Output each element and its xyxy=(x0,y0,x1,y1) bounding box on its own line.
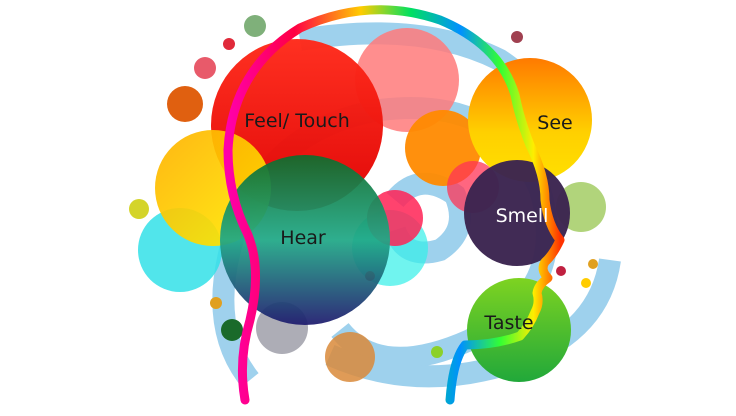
head-profile-outline xyxy=(223,5,565,405)
sense-hear xyxy=(220,155,390,325)
label-smell: Smell xyxy=(496,205,549,227)
label-taste: Taste xyxy=(483,312,533,334)
sense-taste xyxy=(467,278,571,382)
sense-see xyxy=(468,58,592,182)
label-feel-touch: Feel/ Touch xyxy=(244,110,350,132)
label-hear: Hear xyxy=(280,227,326,249)
label-see: See xyxy=(537,112,572,134)
